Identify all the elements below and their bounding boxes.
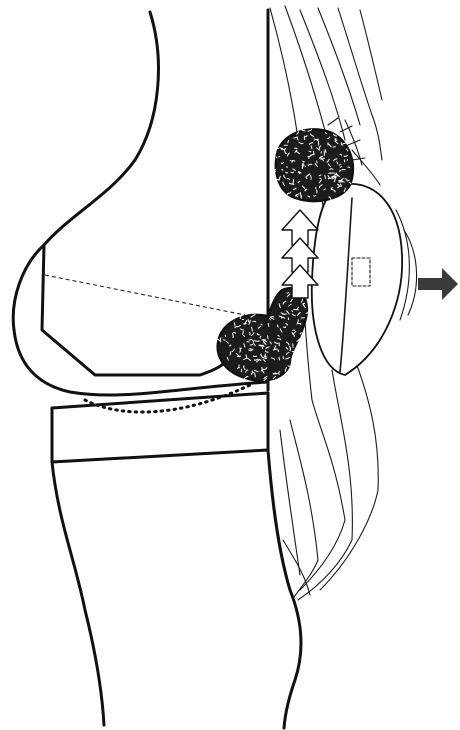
tibia-shaft-right-edge	[268, 450, 301, 728]
tibia-shaft-left-edge	[52, 462, 104, 725]
mass-speckle	[275, 148, 279, 149]
tibia-plateau	[52, 393, 268, 462]
mass-speckle	[292, 330, 295, 331]
mass-speckle	[343, 143, 346, 144]
mass-speckle	[292, 161, 293, 163]
lateral-displacement-arrow	[418, 268, 458, 300]
mass-speckle	[239, 365, 240, 367]
mass-speckle	[268, 336, 269, 340]
mass-speckle	[253, 356, 257, 357]
mass-speckle	[223, 340, 225, 341]
mass-speckle	[247, 342, 250, 343]
upward-arrows	[282, 210, 318, 298]
mass-speckle	[272, 316, 275, 317]
patella	[312, 184, 417, 375]
mass-speckle	[319, 175, 321, 176]
mass-speckle	[313, 151, 314, 155]
